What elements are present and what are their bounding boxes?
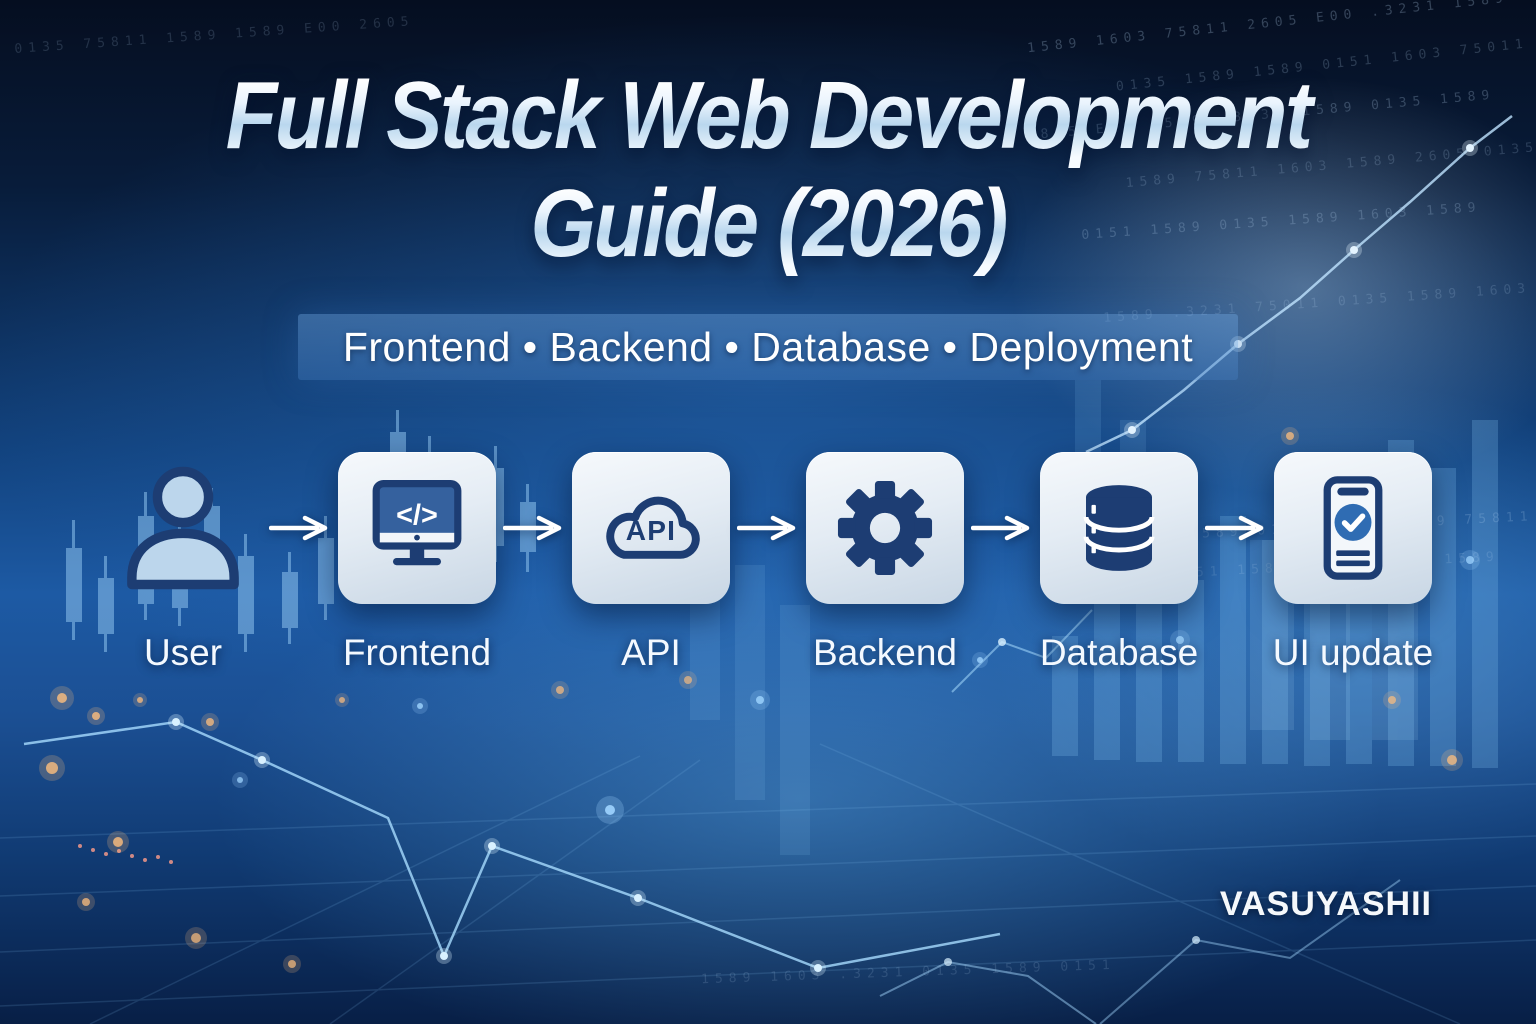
page-title-line1: Full Stack Web Development: [92, 62, 1444, 170]
network-line-left: [23, 714, 1001, 976]
arrow-right-icon: [964, 452, 1040, 604]
flow-step-database: Database: [1040, 452, 1198, 674]
arrow-right-icon: [496, 452, 572, 604]
user-icon: [104, 452, 262, 604]
page-title-line2: Guide (2026): [92, 170, 1444, 278]
flow-step-api: API API: [572, 452, 730, 674]
step-label: Database: [1039, 632, 1199, 673]
subtitle-text: Frontend • Backend • Database • Deployme…: [342, 323, 1194, 370]
arrow-right-icon: [730, 452, 806, 604]
flow-diagram: User </> Frontend: [0, 452, 1536, 674]
title-block: Full Stack Web Development Guide (2026): [0, 62, 1536, 278]
monitor-code-icon: </>: [338, 452, 496, 604]
step-label: UI update: [1272, 632, 1434, 673]
step-label: Backend: [813, 632, 957, 673]
flow-step-ui-update: UI update: [1272, 452, 1434, 674]
api-label: API: [626, 515, 676, 546]
step-label: Frontend: [342, 632, 492, 673]
flow-step-backend: Backend: [806, 452, 964, 674]
database-icon: [1040, 452, 1198, 604]
step-label: API: [621, 632, 681, 673]
arrow-right-icon: [262, 452, 338, 604]
phone-check-icon: [1274, 452, 1432, 604]
subtitle-bar: Frontend • Backend • Database • Deployme…: [298, 314, 1238, 380]
flow-step-user: User: [104, 452, 262, 674]
arrow-right-icon: [1198, 452, 1274, 604]
flow-step-frontend: </> Frontend: [338, 452, 496, 674]
step-label: User: [143, 632, 223, 673]
code-glyph: </>: [396, 499, 438, 531]
watermark: VASUYASHII: [1219, 885, 1432, 923]
cloud-api-icon: API: [572, 452, 730, 604]
gear-icon: [806, 452, 964, 604]
